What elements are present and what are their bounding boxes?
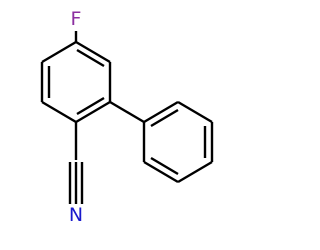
phenyl-ring xyxy=(142,100,214,184)
bond-p4-p5 xyxy=(177,160,213,184)
bond-p1-p2 xyxy=(143,100,179,124)
bond-p2-p3 xyxy=(177,100,213,124)
fluorine-atom-label: F xyxy=(71,8,82,30)
bond-p1-p2-inner xyxy=(150,108,179,128)
bond-c4-c5-inner xyxy=(76,96,105,116)
bond-c6-c1-inner xyxy=(76,48,105,68)
bond-p5-p6 xyxy=(143,160,179,184)
bond-c4-c5 xyxy=(75,100,111,124)
bond-c6-c1 xyxy=(75,40,111,64)
bond-biaryl xyxy=(109,100,145,124)
bond-p5-p6-inner xyxy=(150,156,179,176)
structure-diagram: F N xyxy=(40,8,214,226)
nitrogen-atom-label: N xyxy=(69,204,83,226)
nitrile-group xyxy=(68,122,84,204)
fluorophenyl-ring xyxy=(40,40,112,124)
bond-c3-c4 xyxy=(41,100,77,124)
bond-c1-c2 xyxy=(41,40,77,64)
